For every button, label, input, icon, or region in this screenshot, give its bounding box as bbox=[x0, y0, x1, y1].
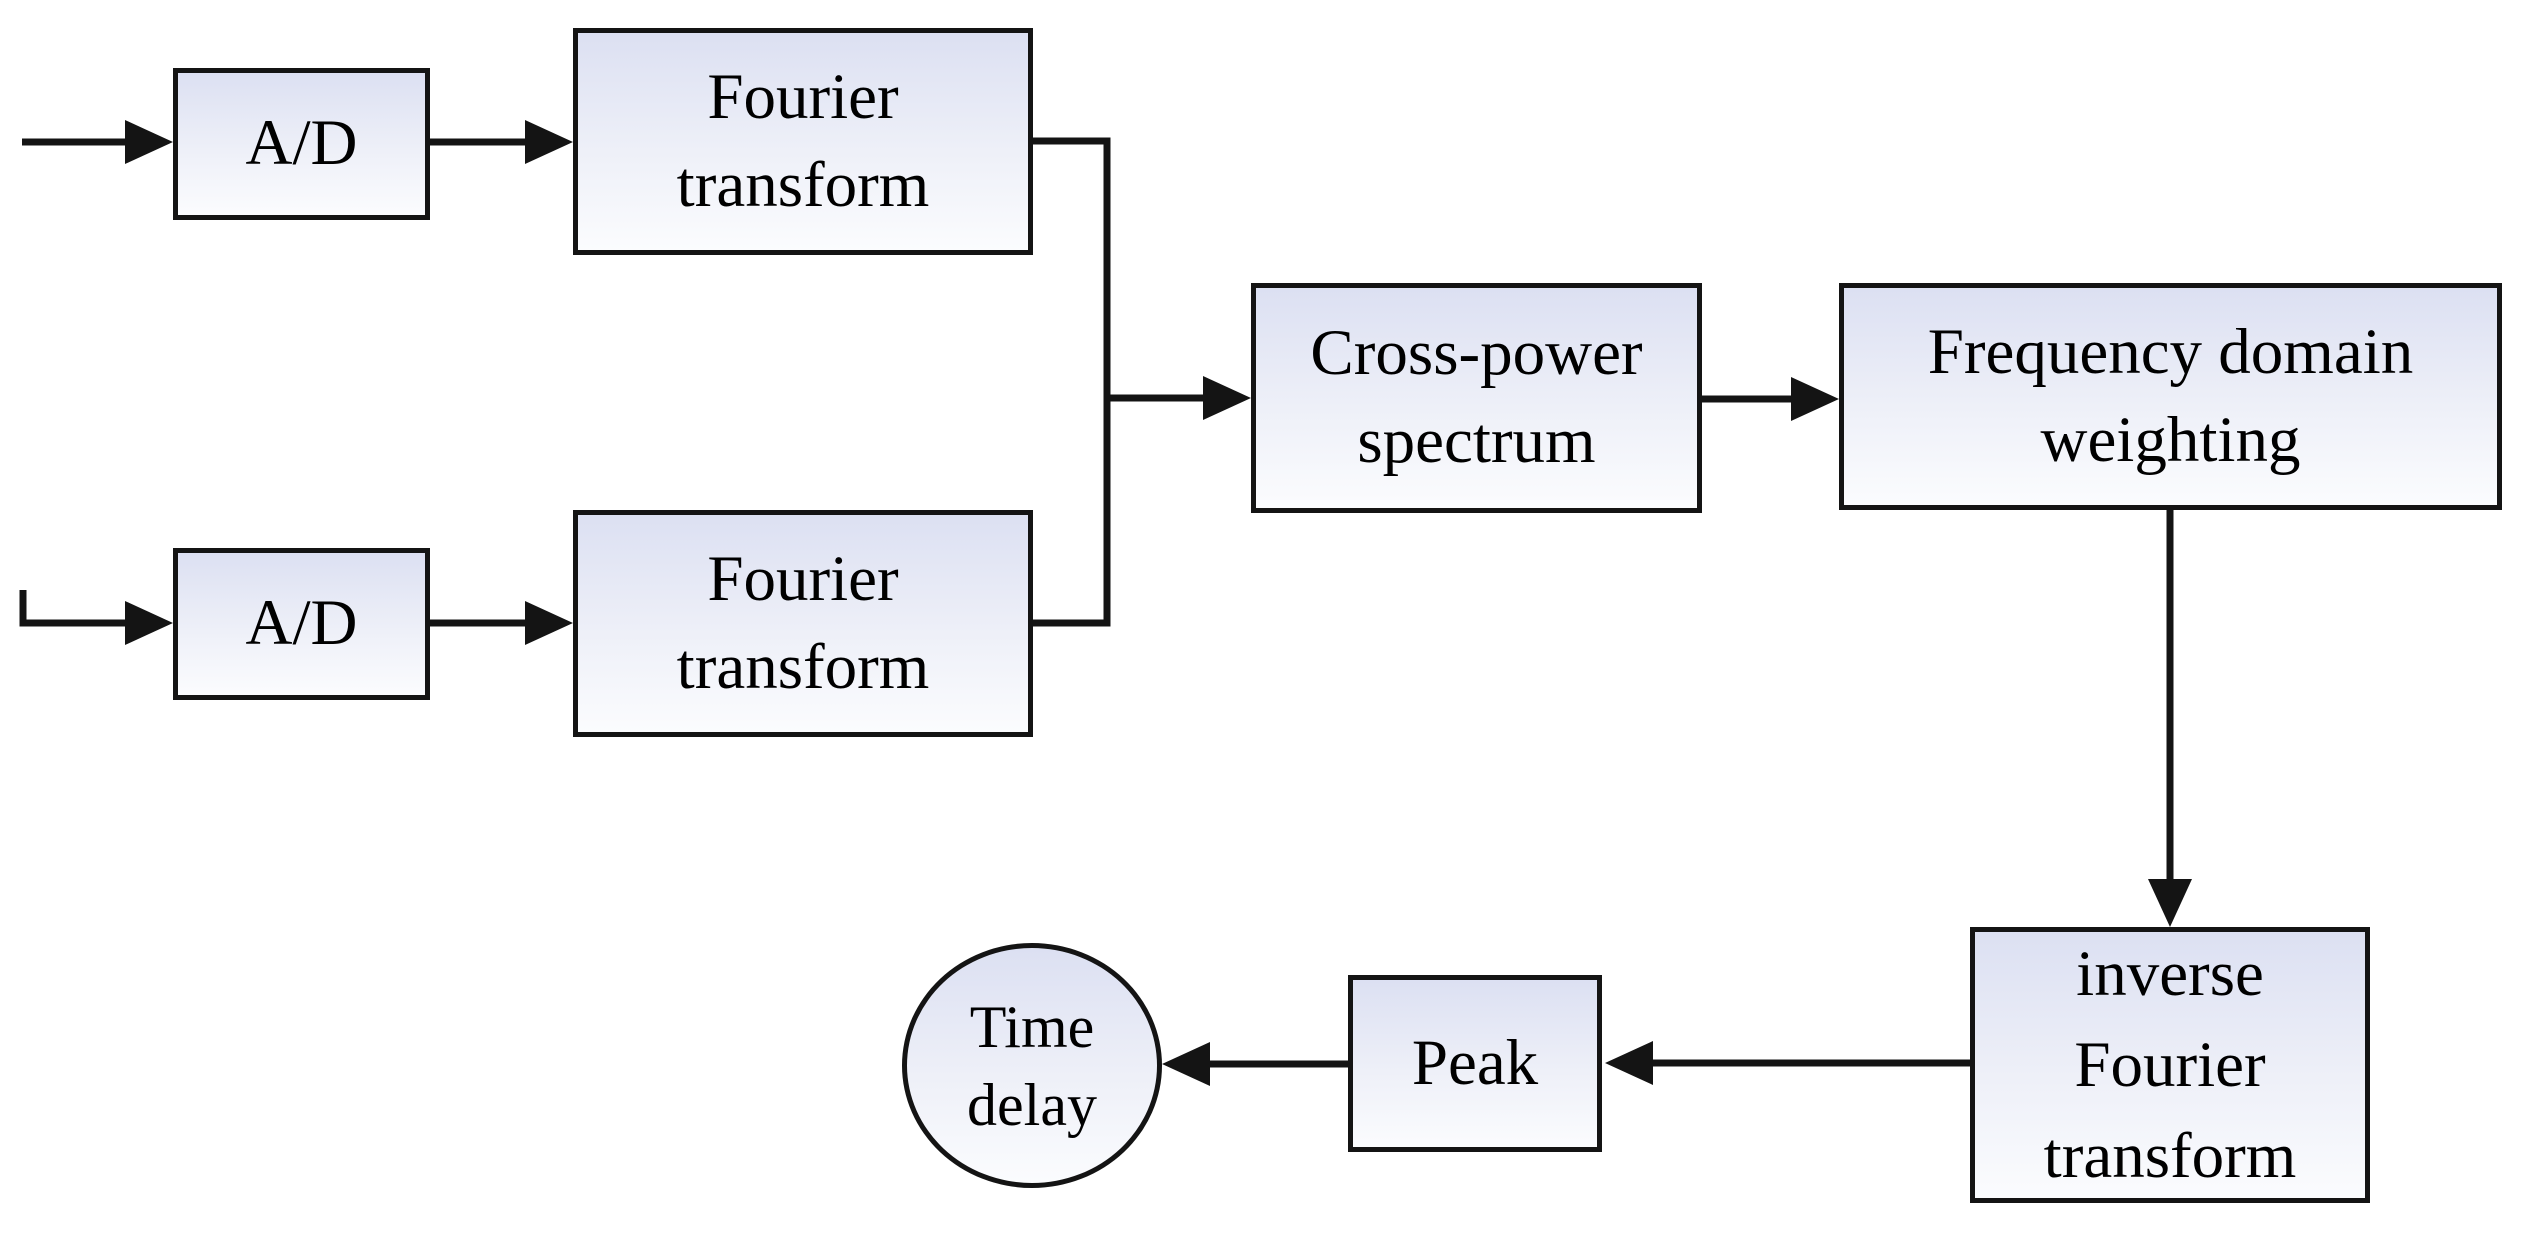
edge-peak-to-time-delay bbox=[1162, 1042, 1348, 1086]
node-ad-top: A/D bbox=[173, 68, 430, 220]
node-ad-bottom: A/D bbox=[173, 548, 430, 700]
edge-ad-top-to-fourier-top bbox=[430, 120, 573, 164]
edge-ad-bottom-to-fourier-bottom bbox=[430, 601, 573, 645]
node-inverse-fourier-transform: inverse Fourier transform bbox=[1970, 927, 2370, 1203]
node-peak: Peak bbox=[1348, 975, 1602, 1152]
node-time-delay: Time delay bbox=[902, 943, 1162, 1188]
edge-fourier-outputs-junction bbox=[1033, 137, 1111, 627]
edge-junction-to-cross-power bbox=[1107, 376, 1251, 420]
edge-input1-to-ad-top bbox=[22, 120, 173, 164]
edge-inverse-fourier-to-peak bbox=[1605, 1041, 1970, 1085]
node-fourier-transform-top: Fourier transform bbox=[573, 28, 1033, 255]
edge-cross-power-to-freq-weighting bbox=[1702, 377, 1839, 421]
edge-freq-weighting-to-inverse-fourier bbox=[2148, 510, 2192, 927]
node-cross-power-spectrum: Cross-power spectrum bbox=[1251, 283, 1702, 513]
node-fourier-transform-bottom: Fourier transform bbox=[573, 510, 1033, 737]
node-frequency-domain-weighting: Frequency domain weighting bbox=[1839, 283, 2502, 510]
edge-input2-to-ad-bottom bbox=[19, 590, 173, 645]
